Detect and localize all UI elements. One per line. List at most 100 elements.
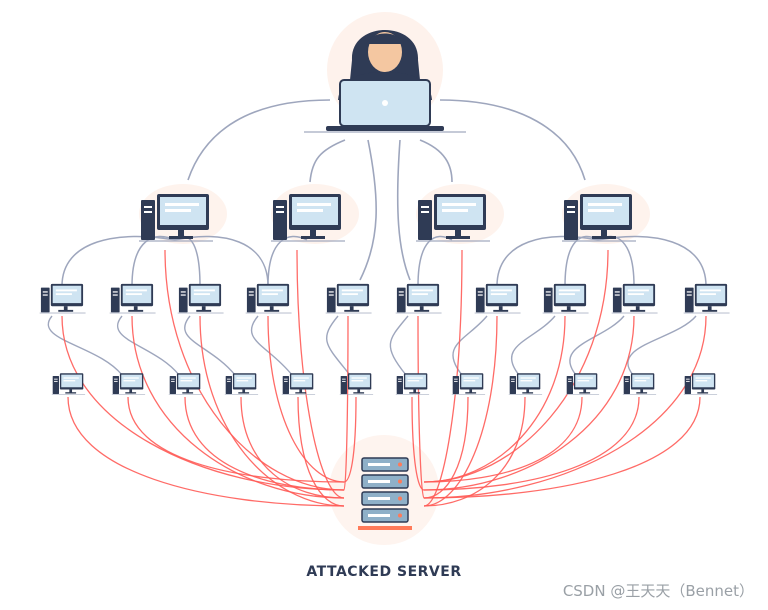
computer-screen-line bbox=[627, 289, 649, 292]
command-link-t2-t3-6 bbox=[389, 315, 409, 376]
attack-link-20 bbox=[343, 396, 357, 483]
computer-tower-slot bbox=[284, 380, 288, 382]
attack-links bbox=[61, 249, 707, 507]
attack-link-8 bbox=[267, 315, 345, 483]
computer-tower-slot bbox=[54, 380, 58, 382]
computer-tower-slot bbox=[112, 291, 118, 293]
computer-tower-slot bbox=[171, 380, 175, 382]
computer-tower-slot bbox=[284, 378, 288, 380]
desktop-computer-icon-t3-2 bbox=[111, 373, 146, 395]
computer-tower bbox=[110, 287, 120, 313]
desktop-computer-icon-t3-1 bbox=[51, 373, 86, 395]
computer-screen-line bbox=[490, 289, 512, 292]
desktop-computer-icon-t3-8 bbox=[451, 373, 486, 395]
attack-link-15 bbox=[67, 396, 345, 507]
computer-screen-line bbox=[351, 377, 367, 379]
computer-screen-line bbox=[165, 209, 191, 212]
computer-tower-slot bbox=[180, 294, 186, 296]
computer-desk-line bbox=[683, 312, 730, 314]
computer-tower-slot bbox=[42, 294, 48, 296]
attack-link-19 bbox=[297, 396, 345, 507]
computer-base bbox=[579, 392, 591, 394]
computer-screen-line bbox=[577, 380, 590, 382]
computer-tower-slot bbox=[568, 378, 572, 380]
computer-screen-line bbox=[180, 377, 196, 379]
computer-screen-line bbox=[699, 289, 721, 292]
computer-stand bbox=[601, 230, 607, 237]
computer-tower-slot bbox=[511, 378, 515, 380]
computer-screen-line bbox=[558, 293, 575, 296]
computer-stand bbox=[640, 389, 644, 393]
desktop-computer-icon-t2-4 bbox=[245, 283, 292, 314]
computer-tower-slot bbox=[686, 294, 692, 296]
computer-screen-line bbox=[695, 377, 711, 379]
desktop-computer-icon-t2-2 bbox=[109, 283, 156, 314]
computer-desk-line bbox=[416, 240, 490, 242]
computer-tower bbox=[112, 376, 119, 394]
computer-screen-line bbox=[490, 293, 507, 296]
command-link-t1-t2-8 bbox=[564, 235, 599, 287]
desktop-computer-icon-t2-8 bbox=[542, 283, 589, 314]
computer-tower bbox=[282, 376, 289, 394]
computer-stand bbox=[201, 306, 206, 311]
computer-desk-line bbox=[508, 394, 543, 395]
computer-tower-slot bbox=[421, 211, 429, 213]
computer-screen-line bbox=[123, 380, 136, 382]
computer-stand bbox=[498, 306, 503, 311]
computer-tower-slot bbox=[421, 206, 429, 208]
computer-tower-slot bbox=[567, 206, 575, 208]
computer-desk-line bbox=[271, 240, 345, 242]
server-unit-led-2 bbox=[398, 479, 402, 484]
computer-stand bbox=[526, 389, 530, 393]
server-unit-led-1 bbox=[398, 462, 402, 467]
desktop-computer-icon-t1-2 bbox=[271, 194, 345, 242]
attack-link-14 bbox=[423, 315, 707, 499]
command-link-t2-t3-7 bbox=[452, 315, 488, 376]
computer-screen-line bbox=[125, 289, 147, 292]
computer-screen-line bbox=[63, 377, 79, 379]
computer-base bbox=[561, 309, 577, 312]
attack-link-16 bbox=[127, 396, 345, 483]
computer-tower-slot bbox=[114, 380, 118, 382]
computer-tower-slot bbox=[614, 291, 620, 293]
computer-base bbox=[196, 309, 212, 312]
computer-stand bbox=[701, 389, 705, 393]
computer-tower-slot bbox=[398, 378, 402, 380]
command-link-t1-t2-4 bbox=[174, 235, 269, 287]
computer-screen-line bbox=[520, 377, 536, 379]
computer-base bbox=[446, 236, 470, 239]
computer-tower bbox=[684, 287, 694, 313]
computer-screen-line bbox=[293, 380, 306, 382]
computer-stand bbox=[419, 306, 424, 311]
computer-desk-line bbox=[109, 312, 156, 314]
desktop-computer-icon-t1-4 bbox=[562, 194, 636, 242]
computer-tower-slot bbox=[42, 291, 48, 293]
computer-tower-slot bbox=[686, 380, 690, 382]
computer-tower-slot bbox=[398, 294, 404, 296]
computer-tower bbox=[564, 200, 578, 240]
computer-stand bbox=[269, 306, 274, 311]
desktop-computer-icon-t3-5 bbox=[281, 373, 316, 395]
computer-tower-slot bbox=[511, 380, 515, 382]
command-link-attacker-t2-1 bbox=[359, 139, 377, 281]
computer-base bbox=[702, 309, 718, 312]
desktop-computer-icon-t2-10 bbox=[683, 283, 730, 314]
computer-base bbox=[301, 236, 325, 239]
command-link-t2-t3-10 bbox=[627, 315, 697, 376]
computer-screen-line bbox=[634, 380, 647, 382]
watermark-text: CSDN @王天天（Bennet） bbox=[562, 582, 754, 600]
computer-base bbox=[409, 392, 421, 394]
computer-tower bbox=[40, 287, 50, 313]
computer-screen-line bbox=[193, 289, 215, 292]
desktop-computer-icon-t2-5 bbox=[325, 283, 372, 314]
computer-base bbox=[58, 309, 74, 312]
computer-base bbox=[697, 392, 709, 394]
server-unit-led-3 bbox=[398, 496, 402, 501]
computer-screen-line bbox=[341, 289, 363, 292]
desktop-computer-icon-t3-6 bbox=[339, 373, 374, 395]
computer-desk-line bbox=[325, 312, 372, 314]
computer-screen-line bbox=[411, 289, 433, 292]
computer-desk-line bbox=[611, 312, 658, 314]
computer-tower-slot bbox=[625, 380, 629, 382]
computer-base bbox=[493, 309, 509, 312]
